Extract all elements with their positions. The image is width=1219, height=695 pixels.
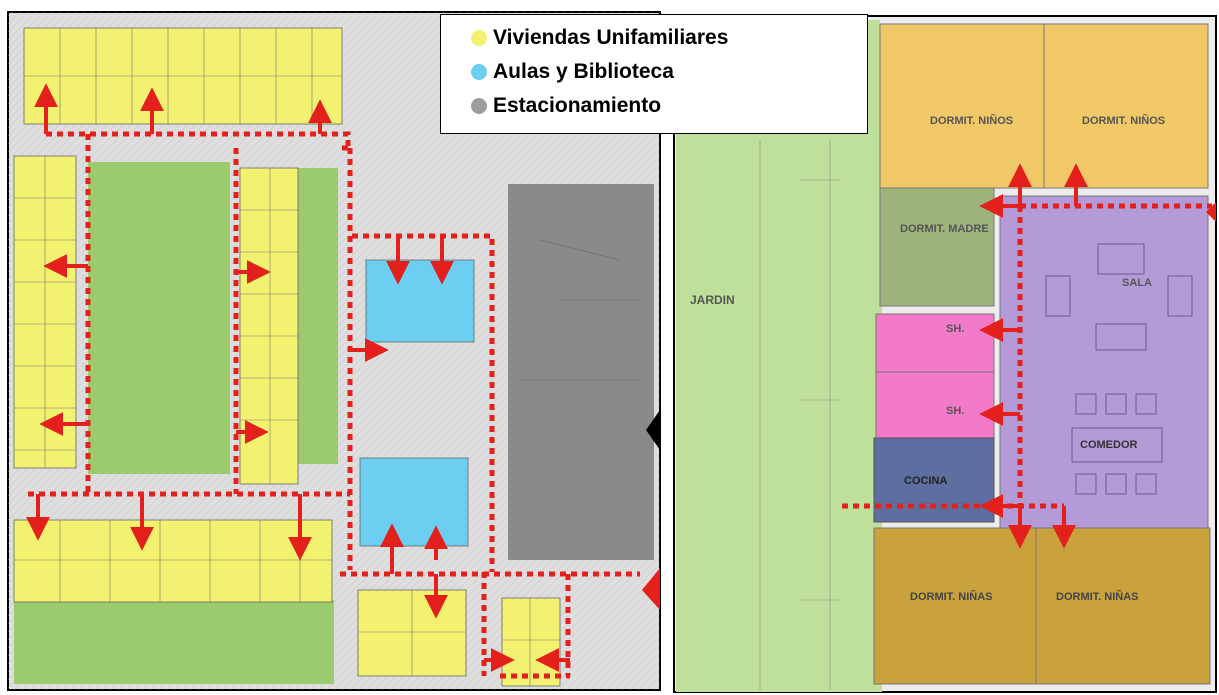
legend-swatch-classrooms <box>471 64 487 80</box>
room-label-cocina: COCINA <box>904 475 947 487</box>
legend-swatch-housing <box>471 30 487 46</box>
room-label-jardin: JARDIN <box>690 293 735 307</box>
room-label-dormit-ninos-2: DORMIT. NIÑOS <box>1082 114 1165 127</box>
room-label-sh-2: SH. <box>946 405 964 417</box>
bathroom-2 <box>875 371 995 439</box>
legend-label-classrooms: Aulas y Biblioteca <box>493 60 674 83</box>
bottom-garden <box>14 600 334 684</box>
library-block <box>365 259 475 343</box>
housing-block-bottom <box>13 519 333 603</box>
room-label-sala: SALA <box>1122 277 1152 289</box>
entrance-marker-right <box>646 410 660 450</box>
legend-item-classrooms: Aulas y Biblioteca <box>471 59 674 85</box>
living-dining-area <box>999 195 1209 529</box>
legend: Viviendas Unifamiliares Aulas y Bibliote… <box>440 14 868 134</box>
legend-item-parking: Estacionamiento <box>471 93 661 119</box>
parking-lot <box>508 184 654 560</box>
furniture <box>1045 243 1193 495</box>
room-label-sh-1: SH. <box>946 323 964 335</box>
bathroom-1 <box>875 313 995 373</box>
legend-item-housing: Viviendas Unifamiliares <box>471 25 728 51</box>
circulation-arrows <box>26 83 570 672</box>
bedroom-ninas-area <box>873 527 1211 685</box>
room-label-dormit-ninas-1: DORMIT. NIÑAS <box>910 590 993 603</box>
entrance-marker-bottom <box>642 568 660 610</box>
room-label-dormit-ninas-2: DORMIT. NIÑAS <box>1056 590 1139 603</box>
house-circulation-paths <box>842 203 1212 509</box>
house-circulation-arrows <box>979 163 1088 549</box>
garden-strip <box>676 120 882 692</box>
housing-block-small-2 <box>501 597 561 687</box>
room-label-dormit-ninos-1: DORMIT. NIÑOS <box>930 114 1013 127</box>
legend-label-parking: Estacionamiento <box>493 94 662 117</box>
room-label-comedor: COMEDOR <box>1080 439 1138 451</box>
room-label-dormit-madre: DORMIT. MADRE <box>900 223 989 235</box>
legend-label-housing: Viviendas Unifamiliares <box>493 26 729 49</box>
circulation-paths <box>28 131 640 679</box>
central-garden <box>88 162 230 474</box>
parking-lines <box>520 239 640 381</box>
classroom-block <box>359 457 469 547</box>
legend-swatch-parking <box>471 98 487 114</box>
housing-partitions <box>14 28 560 686</box>
bedroom-madre-area <box>879 187 995 307</box>
garden-dimension-lines <box>759 140 840 690</box>
entrance-marker-house <box>1206 202 1216 222</box>
housing-block-middle <box>239 167 299 485</box>
side-garden <box>298 168 338 464</box>
house-plan-panel: JARDIN DORMIT. NIÑOS DORMIT. NIÑOS DORMI… <box>673 15 1217 693</box>
